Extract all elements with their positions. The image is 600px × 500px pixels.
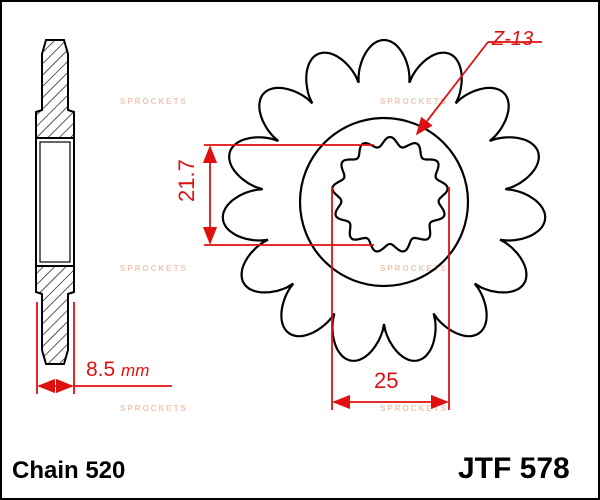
sprocket-outline bbox=[221, 38, 547, 362]
dimension-width-unit: mm bbox=[121, 361, 150, 380]
watermark-text: SPROCKETS bbox=[380, 97, 448, 106]
sprocket-front-view bbox=[221, 38, 547, 362]
spline-bore bbox=[331, 135, 449, 253]
dimension-outer-diameter: 25 bbox=[374, 368, 399, 393]
chain-size-label: Chain 520 bbox=[12, 457, 126, 484]
hub-circle bbox=[298, 116, 470, 288]
dimension-width: 8.5 mm bbox=[86, 358, 149, 382]
watermark-text: SPROCKETS bbox=[380, 264, 448, 273]
dimension-width-value: 8.5 bbox=[86, 358, 116, 381]
watermark-text: SPROCKETS bbox=[120, 264, 188, 273]
teeth-count-label: Z-13 bbox=[492, 28, 534, 50]
dimension-inner-diameter: 21.7 bbox=[174, 159, 199, 202]
dimension-lines bbox=[36, 41, 542, 410]
watermark-text: SPROCKETS bbox=[120, 97, 188, 106]
side-profile bbox=[35, 39, 75, 365]
part-number: JTF 578 bbox=[458, 452, 570, 485]
watermark-text: SPROCKETS bbox=[120, 404, 188, 413]
